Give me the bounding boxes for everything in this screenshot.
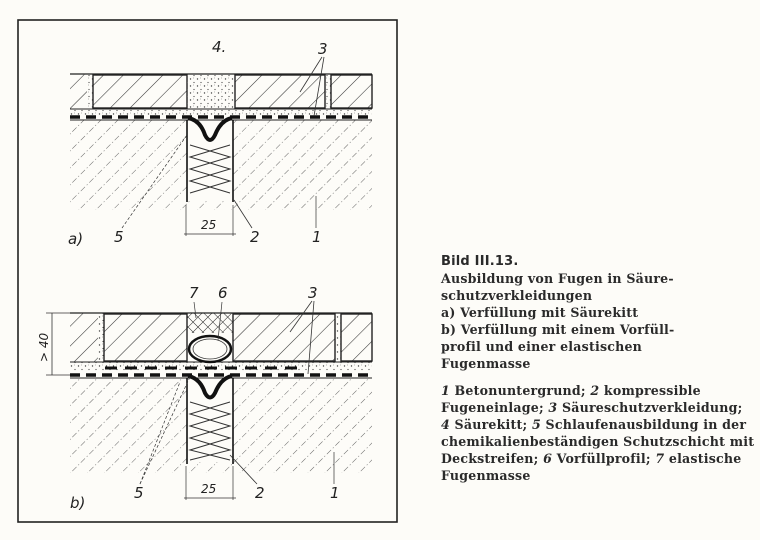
label-1: 1 [330, 484, 340, 502]
label-5: 5 [114, 228, 124, 246]
legend-number: 6 [543, 451, 553, 466]
legend-number: 5 [532, 417, 541, 432]
caption-line: b) Verfüllung mit einem Vorfüll- [441, 322, 675, 337]
caption-line: Fugenmasse [441, 356, 531, 371]
label-2: 2 [250, 228, 260, 246]
caption-title: Bild III.13. [441, 254, 519, 269]
elastic-joint-compound [187, 313, 233, 333]
legend-text: Schlaufenausbildung in der chemikalienbe… [441, 417, 755, 466]
panel-b: > 40 25 b) 5 2 1 7 6 3 [37, 284, 373, 512]
legend-text: elastische Fugenmasse [441, 451, 742, 483]
legend-number: 7 [655, 451, 665, 466]
legend-text: Säureschutzverkleidung; [557, 400, 743, 415]
legend-text: kompressible Fugeneinlage; [441, 383, 701, 415]
label-3: 3 [318, 40, 328, 58]
panel-tag: a) [68, 230, 83, 248]
caption-line: a) Verfüllung mit Säurekitt [441, 305, 639, 320]
label-5: 5 [134, 484, 144, 502]
legend-number: 3 [548, 400, 558, 415]
acid-putty-joint [187, 74, 235, 109]
legend-text: Säurekitt; [449, 417, 532, 432]
panel-tag: b) [70, 494, 85, 512]
caption-line: schutzverkleidungen [441, 288, 593, 303]
label-6: 6 [218, 284, 228, 302]
backer-profile [187, 334, 233, 364]
legend-number: 1 [441, 383, 450, 398]
label-3: 3 [308, 284, 318, 302]
caption-legend: 1 Betonuntergrund; 2 kompressible Fugene… [441, 382, 756, 484]
width-dimension: 25 [201, 218, 216, 232]
panel-a: 25 a) 5 2 1 4. 3 [68, 38, 373, 248]
label-7: 7 [189, 284, 199, 302]
label-2: 2 [255, 484, 265, 502]
legend-text: Betonuntergrund; [449, 383, 591, 398]
figure-frame [17, 19, 398, 523]
legend-number: 2 [590, 383, 600, 398]
caption-line: Ausbildung von Fugen in Säure- [441, 271, 674, 286]
legend-text: Vorfüllprofil; [552, 451, 656, 466]
height-dimension: > 40 [37, 332, 51, 362]
width-dimension: 25 [201, 482, 216, 496]
label-4: 4. [212, 38, 226, 56]
figure-caption: Bild III.13. Ausbildung von Fugen in Säu… [441, 253, 756, 484]
legend-number: 4 [441, 417, 450, 432]
label-1: 1 [312, 228, 322, 246]
caption-line: profil und einer elastischen [441, 339, 643, 354]
